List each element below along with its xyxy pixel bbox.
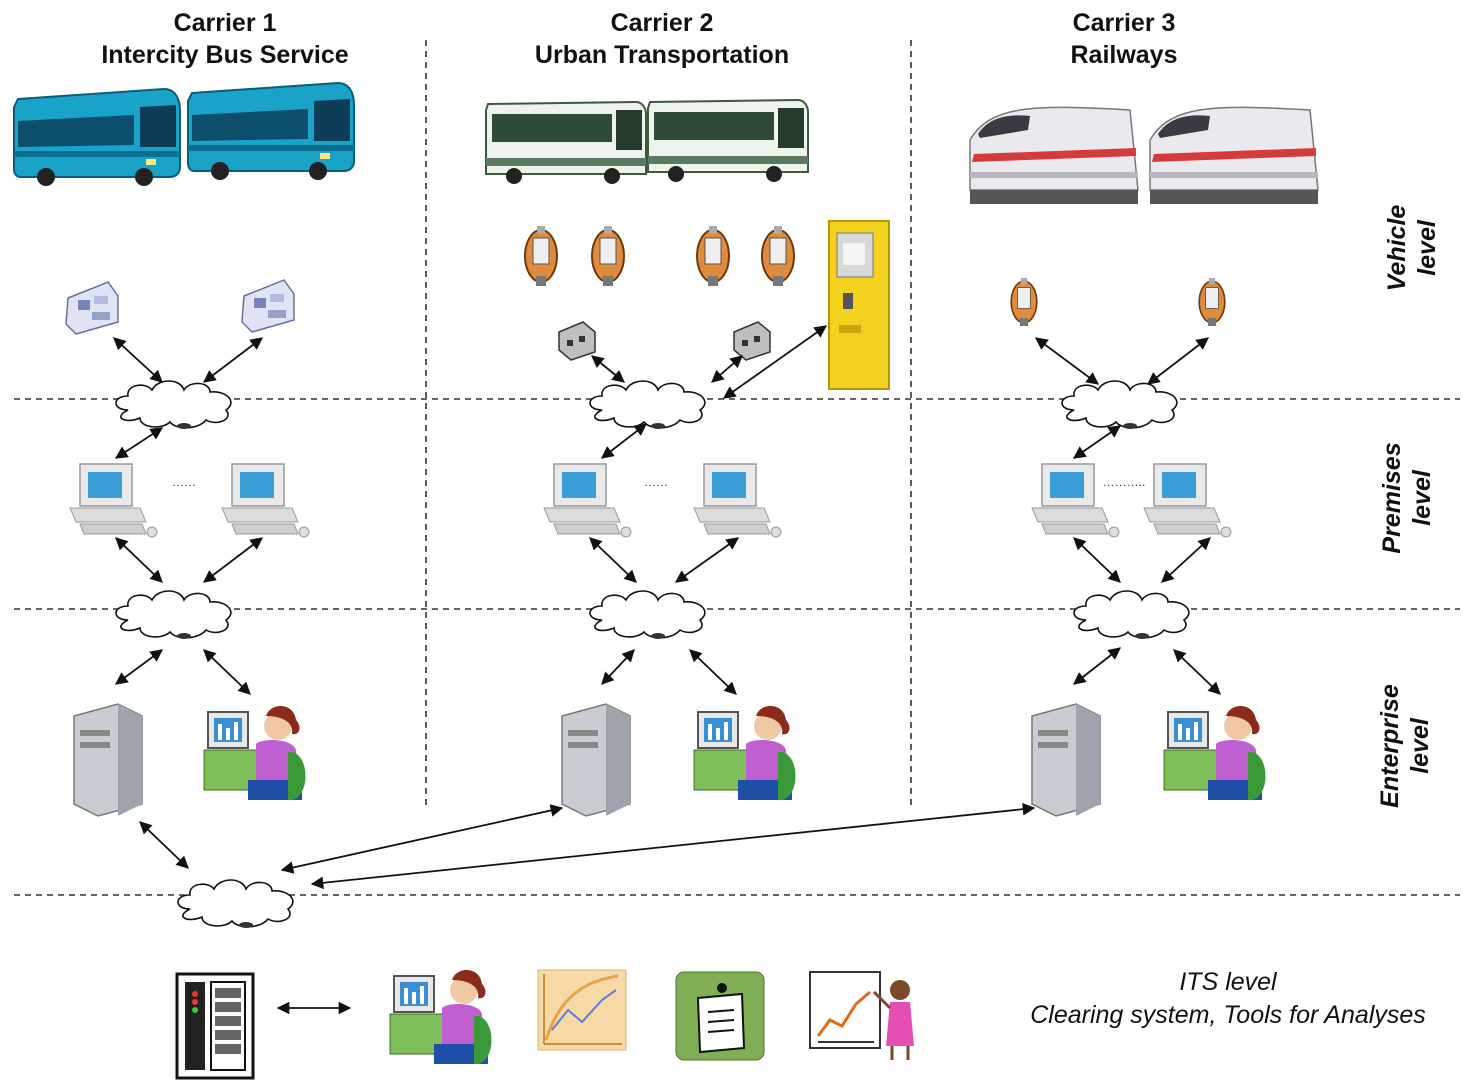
- clearing-server-rack-icon: [175, 972, 255, 1080]
- network-cloud-icon: [115, 380, 232, 430]
- train-icon: [1149, 106, 1319, 205]
- train-icon: [969, 106, 1139, 205]
- network-cloud-icon: [115, 590, 232, 640]
- its-level-label: ITS level: [1179, 968, 1278, 996]
- analysis-chart-icon: [536, 968, 628, 1052]
- premises-level-label: Premises level: [1378, 442, 1436, 553]
- operator-icon: [203, 704, 307, 801]
- ticket-validator-icon: [761, 225, 795, 287]
- enterprise-level-label: Enterprise level: [1376, 684, 1434, 808]
- network-cloud-icon: [589, 380, 706, 430]
- carrier-3-title: Carrier 3: [1073, 9, 1176, 37]
- connection-arrows: [113, 325, 1221, 1015]
- enterprise-level-line1: Enterprise: [1376, 684, 1404, 808]
- ticket-validator-icon: [696, 225, 730, 287]
- ellipsis-text: ……: [172, 475, 196, 489]
- its-level-description: Clearing system, Tools for Analyses: [1030, 1001, 1426, 1029]
- ticket-validator-icon: [591, 225, 625, 287]
- urban-bus-icon: [647, 99, 809, 183]
- enterprise-level-line2: level: [1406, 717, 1434, 774]
- card-reader-icon: [65, 281, 119, 335]
- ellipsis-text: ……: [644, 475, 668, 489]
- separators: [14, 40, 1460, 896]
- carrier-1-title: Carrier 1: [174, 9, 277, 37]
- workstation-icon: [1143, 463, 1232, 538]
- junction-box-icon: [558, 321, 596, 361]
- server-icon: [1031, 703, 1101, 817]
- vehicle-level-line1: Vehicle: [1383, 205, 1411, 292]
- network-cloud-icon: [177, 879, 294, 929]
- network-cloud-icon: [1061, 380, 1178, 430]
- workstation-icon: [221, 463, 310, 538]
- premises-level-line1: Premises: [1378, 442, 1406, 553]
- vehicle-level-label: Vehicle level: [1383, 205, 1441, 292]
- intercity-bus-icon: [13, 88, 181, 187]
- network-cloud-icon: [589, 590, 706, 640]
- workstation-icon: [69, 463, 158, 538]
- workstation-icon: [693, 463, 782, 538]
- urban-bus-icon: [485, 101, 647, 185]
- presenter-chart-icon: [808, 970, 916, 1062]
- network-cloud-icon: [1073, 590, 1190, 640]
- ticket-machine-icon: [828, 220, 890, 390]
- carrier-3-subtitle: Railways: [1070, 41, 1177, 69]
- ticket-validator-icon: [1198, 277, 1226, 327]
- card-reader-icon: [241, 279, 295, 333]
- intercity-bus-icon: [187, 82, 355, 181]
- carrier-1-subtitle: Intercity Bus Service: [101, 41, 348, 69]
- carrier-2-title: Carrier 2: [611, 9, 714, 37]
- ticket-validator-icon: [524, 225, 558, 287]
- server-icon: [561, 703, 631, 817]
- server-icon: [73, 703, 143, 817]
- operator-icon: [693, 704, 797, 801]
- premises-level-line2: level: [1408, 469, 1436, 526]
- ellipsis-text: ………..: [1103, 475, 1146, 489]
- ticket-validator-icon: [1010, 277, 1038, 327]
- workstation-icon: [543, 463, 632, 538]
- carrier-2-subtitle: Urban Transportation: [535, 41, 789, 69]
- operator-icon: [389, 968, 493, 1065]
- vehicle-level-line2: level: [1413, 219, 1441, 276]
- report-document-icon: [675, 971, 765, 1061]
- operator-icon: [1163, 704, 1267, 801]
- junction-box-icon: [733, 321, 771, 361]
